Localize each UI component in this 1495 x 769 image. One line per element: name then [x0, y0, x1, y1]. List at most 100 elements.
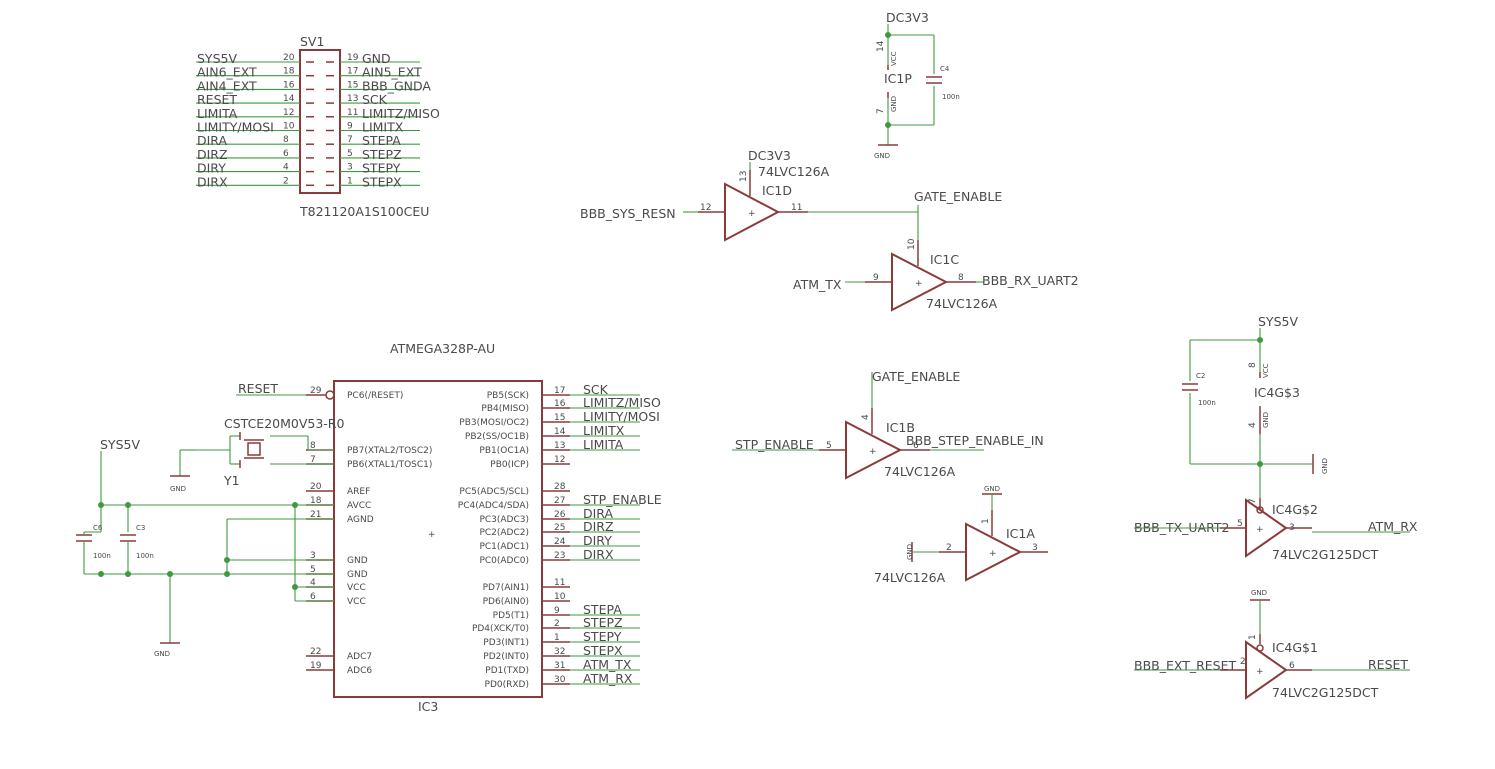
ic3-right-pin-name: PC1(ADC1) [479, 542, 529, 552]
ic3-left-net: RESET [238, 381, 278, 396]
ic1d-name: IC1D [762, 183, 792, 198]
sv1-left-pin: 14 [283, 94, 295, 104]
ic3-right-pin-num: 17 [554, 386, 565, 396]
ic3-right-net: ATM_TX [583, 657, 632, 672]
ic4g3-name: IC4G$3 [1254, 385, 1300, 400]
ic3-right-net: STP_ENABLE [583, 492, 662, 507]
sv1-left-pin: 18 [283, 67, 295, 77]
ic1a-name: IC1A [1006, 526, 1035, 541]
ic3-right-pin-num: 2 [554, 619, 560, 629]
ic4g3-gnd-name: GND [1262, 412, 1270, 428]
ic1b-oe-pin: 4 [861, 414, 871, 420]
ic3-right-net: SCK [583, 382, 609, 397]
ic1p-gnd-name: GND [890, 96, 898, 112]
ic4g3-gnd-symbol: GND [1321, 458, 1329, 474]
ic3-right-net: LIMITZ/MISO [583, 395, 661, 410]
ic3-right-pin-num: 9 [554, 606, 560, 616]
sv1-left-pin: 10 [283, 122, 295, 132]
ic1c-name: IC1C [930, 252, 959, 267]
sv1-right-pin: 7 [347, 135, 353, 145]
ic4g1-out-pin: 6 [1289, 661, 1295, 671]
ic1c-out-pin: 8 [958, 273, 964, 283]
sv1-left-pin: 16 [283, 80, 295, 90]
ic3-right-pin-name: PD1(TXD) [485, 666, 529, 676]
ic4g3-vcc-name: VCC [1262, 363, 1270, 378]
ic3-right-pin-name: PB4(MISO) [481, 404, 529, 414]
sv1-right-net: BBB_GNDA [362, 78, 431, 93]
sv1-right-net: LIMITZ/MISO [362, 106, 440, 121]
sv1-right-net: LIMITX [362, 120, 404, 135]
ic1a-plus: + [989, 549, 997, 559]
ic1b-out-net: BBB_STEP_ENABLE_IN [906, 433, 1044, 448]
ic3-left-pin-name: VCC [347, 583, 366, 593]
ic4g1-value: 74LVC2G125DCT [1272, 685, 1379, 700]
ic1d-in-net: BBB_SYS_RESN [580, 206, 676, 221]
ic3-right-pin-num: 13 [554, 441, 565, 451]
ic3-right-pin-name: PD6(AIN0) [483, 597, 529, 607]
sv1-right-pin: 3 [347, 163, 353, 173]
ic3-right-pin-num: 1 [554, 633, 560, 643]
left-gnd: GND [154, 650, 170, 658]
ic1b-plus: + [869, 447, 877, 457]
crystal-gnd: GND [170, 485, 186, 493]
ic3-right-pin-name: PD2(INT0) [483, 652, 529, 662]
ic3-left-pin-num: 22 [310, 647, 321, 657]
ic3-origin: + [428, 530, 436, 540]
ic1c-oe-pin: 10 [907, 238, 917, 250]
ic3-left-pin-name: AREF [347, 487, 370, 497]
ic4g2-plus: + [1256, 525, 1264, 535]
ic1p-power-block: DC3V3 C4 100n 14 VCC IC1P 7 GND GND [874, 10, 960, 160]
ic3-name: IC3 [418, 699, 438, 714]
ic3-right-pin-num: 25 [554, 523, 565, 533]
ic3-left-pin-name: GND [347, 570, 368, 580]
ic1d-value: 74LVC126A [758, 164, 830, 179]
c3-value: 100n [136, 552, 154, 560]
ic1b-oe-net: GATE_ENABLE [872, 369, 960, 384]
ic3-right-pin-name: PB2(SS/OC1B) [465, 432, 529, 442]
sv1-left-pin: 12 [283, 108, 294, 118]
sv1-right-net: SCK [362, 92, 388, 107]
ic3-right-pin-num: 15 [554, 413, 565, 423]
sv1-right-pin: 19 [347, 53, 359, 63]
ic3-right-net: ATM_RX [583, 671, 633, 686]
sv1-right-net: GND [362, 51, 391, 66]
ic3-right-pin-num: 26 [554, 510, 566, 520]
ic3-left-pin-num: 21 [310, 510, 321, 520]
ic4g1-name: IC4G$1 [1272, 640, 1318, 655]
ic3-left-pin-name: PB6(XTAL1/TOSC1) [347, 460, 432, 470]
sv1-left-pin: 4 [283, 163, 289, 173]
buffer-ic1c: 10 IC1C + ATM_TX 9 8 BBB_RX_UART2 74LVC1… [793, 238, 1079, 312]
c4-value: 100n [942, 93, 960, 101]
sv1-right-net: STEPX [362, 174, 402, 189]
sv1-left-net: LIMITA [197, 106, 238, 121]
ic3-right-net: STEPY [583, 629, 622, 644]
ic3-left-pin-num: 7 [310, 455, 316, 465]
ic4g1-oe-gnd: GND [1251, 589, 1267, 597]
ic1d-in-pin: 12 [700, 203, 711, 213]
sv1-right-pin: 13 [347, 94, 358, 104]
buffer-ic1d: DC3V3 13 74LVC126A IC1D + BBB_SYS_RESN 1… [580, 148, 1002, 242]
ic3-right-pin-num: 31 [554, 661, 565, 671]
ic3-right-pin-name: PC5(ADC5/SCL) [459, 487, 529, 497]
ic4g2-out-pin: 3 [1289, 523, 1295, 533]
left-supply: SYS5V [100, 437, 140, 452]
ic1p-supply-label: DC3V3 [886, 10, 929, 25]
ic3-right-pin-name: PB3(MOSI/OC2) [459, 418, 529, 428]
sv1-left-net: RESET [197, 92, 237, 107]
ic3-right-net: DIRX [583, 547, 614, 562]
ic3-right-net: LIMITX [583, 423, 625, 438]
ic4g1-out-net: RESET [1368, 657, 1408, 672]
ic3-right-net: STEPA [583, 602, 622, 617]
sv1-left-pin: 2 [283, 176, 289, 186]
ic3-right-net: STEPZ [583, 615, 623, 630]
mcu-support-circuit: CSTCE20M0V53-R0 Y1 GND SYS5V [76, 416, 344, 658]
ic1a-out-pin: 3 [1032, 543, 1038, 553]
ic3-right-pin-num: 16 [554, 399, 566, 409]
buffer-ic1a: GND 1 IC1A + GND 2 3 74LVC126A [874, 485, 1048, 585]
ic3-right-pin-name: PC3(ADC3) [479, 515, 529, 525]
ic3-reset-bubble [325, 390, 335, 400]
ic3-right-pin-num: 28 [554, 482, 566, 492]
ic3-right-net: STEPX [583, 643, 623, 658]
